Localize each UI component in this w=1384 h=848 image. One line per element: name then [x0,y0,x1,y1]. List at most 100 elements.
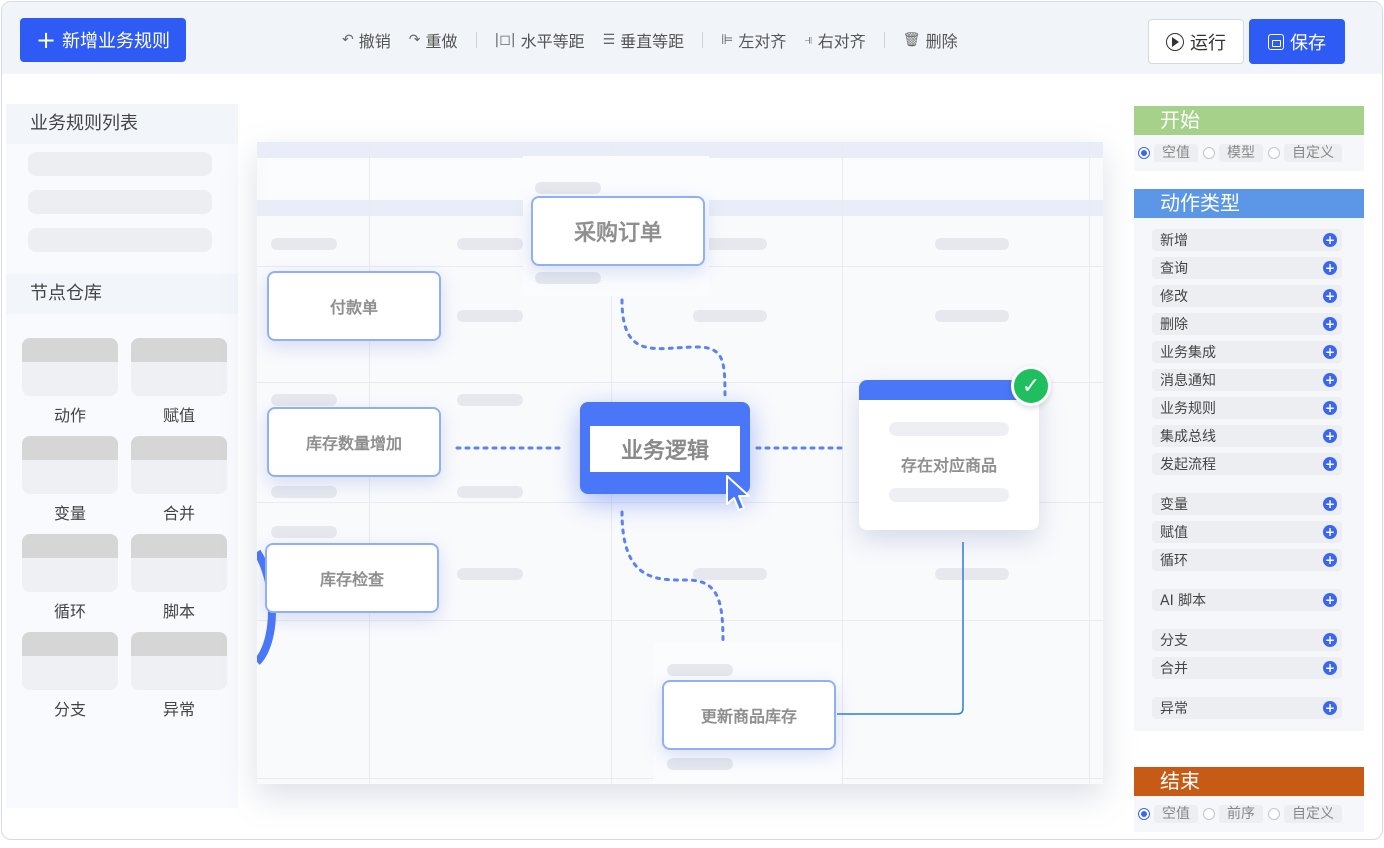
toolbar-separator [883,32,885,48]
node-type-label: 脚本 [162,602,195,621]
node-repo-title: 节点仓库 [6,274,238,314]
add-icon[interactable]: + [1323,345,1337,359]
action-item-label: 异常 [1160,701,1188,717]
cursor-icon [726,475,750,511]
action-item[interactable]: 消息通知 + [1152,369,1342,391]
add-icon[interactable]: + [1323,429,1337,443]
node-type-preview-header [22,534,118,558]
action-group-gap [1152,685,1364,697]
tool-v-distribute-button[interactable]: ☰垂直等距 [603,28,685,52]
end-option-label: 前序 [1219,805,1263,823]
action-item[interactable]: 变量 + [1152,493,1342,515]
tool-label: 左对齐 [738,32,787,51]
add-icon[interactable]: + [1323,633,1337,647]
flow-canvas[interactable]: 采购订单 付款单 库存数量增加 库存检查 更新商品库存 业务逻辑 存在对应商品 … [257,142,1103,784]
node-type-item[interactable]: 变量 [22,436,118,523]
node-type-preview-header [22,632,118,656]
tool-label: 删除 [925,32,958,51]
card-header [859,380,1039,400]
node-stock-check[interactable]: 库存检查 [265,543,439,613]
node-type-label: 赋值 [162,406,195,425]
end-radio[interactable] [1268,808,1280,820]
node-type-item[interactable]: 分支 [22,632,118,719]
run-button[interactable]: 运行 [1148,19,1244,64]
node-has-product[interactable]: 存在对应商品 [859,380,1039,530]
node-type-preview [22,534,118,592]
trash-icon: 🗑 [902,32,921,48]
node-type-item[interactable]: 异常 [131,632,227,719]
add-icon[interactable]: + [1323,497,1337,511]
node-type-item[interactable]: 赋值 [131,338,227,425]
action-item[interactable]: 业务规则 + [1152,397,1342,419]
node-update-stock[interactable]: 更新商品库存 [662,680,836,750]
tool-label: 右对齐 [817,32,866,51]
action-item-label: 变量 [1160,497,1188,513]
rule-placeholder[interactable] [28,228,212,252]
rules-list-title: 业务规则列表 [6,104,238,144]
add-icon[interactable]: + [1323,401,1337,415]
toolbar: + 新增业务规则 ↶撤销 ↷重做 |◻|水平等距 ☰垂直等距 ⊫左对齐 ⫣右对齐 🗑删除 运… [2,2,1382,74]
action-item[interactable]: 分支+ [1152,629,1342,651]
node-type-label: 异常 [162,700,195,719]
node-business-logic[interactable]: 业务逻辑 [580,402,750,494]
start-radio[interactable] [1268,147,1280,159]
action-section-title: 动作类型 [1134,189,1364,218]
action-item[interactable]: 修改+ [1152,285,1342,307]
tool-align-right-button[interactable]: ⫣右对齐 [804,28,865,52]
action-item[interactable]: 赋值+ [1152,521,1342,543]
node-type-preview-header [131,338,227,362]
rule-placeholder[interactable] [28,152,212,176]
add-icon[interactable]: + [1323,317,1337,331]
add-icon[interactable]: + [1323,525,1337,539]
action-item[interactable]: 循环 + [1152,549,1342,571]
action-item[interactable]: 业务集成 + [1152,341,1342,363]
add-icon[interactable]: + [1323,289,1337,303]
action-item-label: 业务集成 [1160,345,1216,361]
action-item[interactable]: 合并+ [1152,657,1342,679]
start-radio[interactable] [1138,147,1150,159]
action-item[interactable]: 查询+ [1152,257,1342,279]
tool-align-left-button[interactable]: ⊫左对齐 [721,28,786,52]
action-item[interactable]: 异常 + [1152,697,1342,719]
tool-trash-button[interactable]: 🗑删除 [903,28,958,52]
action-item-label: 删除 [1160,317,1188,333]
action-item[interactable]: 新增+ [1152,229,1342,251]
node-stock-increase[interactable]: 库存数量增加 [267,407,441,477]
add-icon[interactable]: + [1323,233,1337,247]
save-label: 保存 [1290,32,1326,54]
save-button[interactable]: 保存 [1249,19,1345,64]
node-type-item[interactable]: 循环 [22,534,118,621]
action-item-label: 循环 [1160,553,1188,569]
tool-redo-button[interactable]: ↷重做 [409,28,458,52]
add-icon[interactable]: + [1323,701,1337,715]
node-payment[interactable]: 付款单 [267,271,441,341]
node-type-item[interactable]: 合并 [131,436,227,523]
add-icon[interactable]: + [1323,593,1337,607]
add-icon[interactable]: + [1323,553,1337,567]
action-item[interactable]: AI 脚本+ [1152,589,1342,611]
action-item-label: 消息通知 [1160,373,1216,389]
start-radio[interactable] [1203,147,1215,159]
undo-icon: ↶ [342,32,354,48]
add-rule-button[interactable]: + 新增业务规则 [20,18,186,62]
add-icon[interactable]: + [1323,661,1337,675]
add-icon[interactable]: + [1323,261,1337,275]
node-type-item[interactable]: 脚本 [131,534,227,621]
redo-icon: ↷ [408,32,421,48]
action-item-label: 业务规则 [1160,401,1216,417]
node-type-label: 动作 [53,406,86,425]
rule-placeholder[interactable] [28,190,212,214]
action-item[interactable]: 发起流程+ [1152,453,1342,475]
end-radio[interactable] [1138,808,1150,820]
action-item[interactable]: 删除 + [1152,313,1342,335]
add-icon[interactable]: + [1323,373,1337,387]
start-options: 空值模型自定义 [1134,135,1364,171]
action-item[interactable]: 集成总线+ [1152,425,1342,447]
tool-h-distribute-button[interactable]: |◻|水平等距 [495,28,585,52]
node-purchase-order[interactable]: 采购订单 [531,196,705,266]
action-group-gap [1152,617,1364,629]
tool-undo-button[interactable]: ↶撤销 [342,28,391,52]
node-type-item[interactable]: 动作 [22,338,118,425]
end-radio[interactable] [1203,808,1215,820]
add-icon[interactable]: + [1323,457,1337,471]
